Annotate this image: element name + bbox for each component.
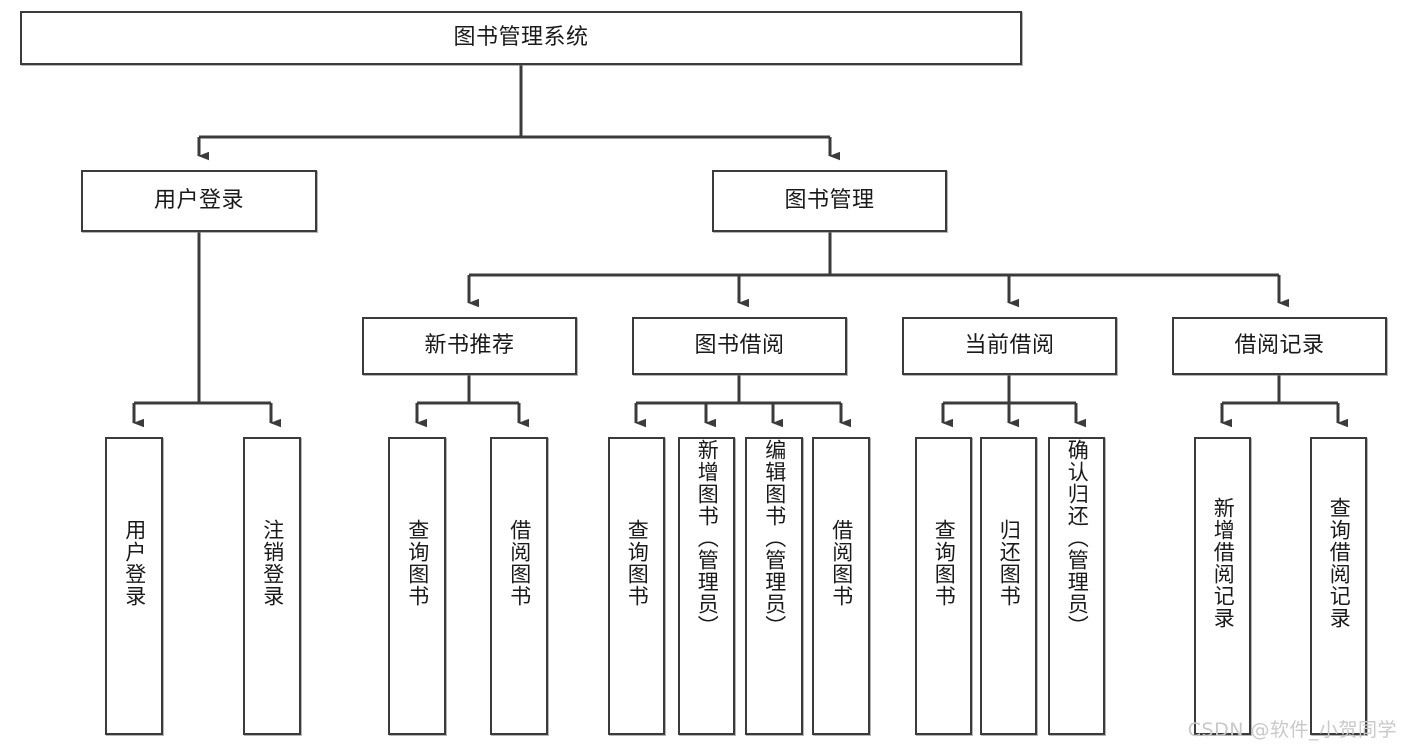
node-label: 图书管理系统 <box>453 24 589 50</box>
node-leaf-query-book-2[interactable]: 查询图书 <box>608 437 665 735</box>
node-label: 查询图书 <box>625 519 650 607</box>
node-label: 借阅图书 <box>829 519 854 607</box>
node-leaf-borrow-book-1[interactable]: 借阅图书 <box>490 437 548 735</box>
node-label: 图书借阅 <box>694 332 785 358</box>
node-current-borrow[interactable]: 当前借阅 <box>902 317 1117 375</box>
node-label: 归还图书 <box>997 519 1022 607</box>
node-leaf-edit-book[interactable]: 编辑图书（管理员） <box>745 437 803 735</box>
node-label: 查询图书 <box>405 519 430 607</box>
node-label: 新增图书（管理员） <box>695 439 720 637</box>
node-leaf-return-book[interactable]: 归还图书 <box>980 437 1037 735</box>
node-leaf-query-record[interactable]: 查询借阅记录 <box>1310 437 1367 735</box>
node-borrow-record[interactable]: 借阅记录 <box>1172 317 1387 375</box>
node-leaf-add-book[interactable]: 新增图书（管理员） <box>678 437 735 735</box>
node-root-book-management-system[interactable]: 图书管理系统 <box>20 11 1022 65</box>
node-leaf-query-book-1[interactable]: 查询图书 <box>388 437 446 735</box>
node-book-borrow[interactable]: 图书借阅 <box>632 317 847 375</box>
node-label: 查询借阅记录 <box>1327 497 1352 629</box>
node-label: 新增借阅记录 <box>1211 497 1236 629</box>
watermark-text: CSDN @软件_小贺同学 <box>1187 719 1397 741</box>
node-label: 用户登录 <box>122 519 147 607</box>
node-label: 注销登录 <box>260 519 285 607</box>
node-label: 编辑图书（管理员） <box>762 439 787 637</box>
node-label: 新书推荐 <box>424 332 515 358</box>
node-leaf-borrow-book-2[interactable]: 借阅图书 <box>812 437 870 735</box>
node-leaf-confirm-return[interactable]: 确认归还（管理员） <box>1048 437 1105 735</box>
node-label: 用户登录 <box>153 187 244 213</box>
node-leaf-user-login[interactable]: 用户登录 <box>105 437 163 735</box>
node-book-manage[interactable]: 图书管理 <box>712 170 947 232</box>
node-leaf-logout[interactable]: 注销登录 <box>243 437 301 735</box>
node-label: 借阅图书 <box>507 519 532 607</box>
node-leaf-add-record[interactable]: 新增借阅记录 <box>1194 437 1251 735</box>
node-label: 当前借阅 <box>964 332 1055 358</box>
node-leaf-query-book-3[interactable]: 查询图书 <box>915 437 972 735</box>
node-label: 查询图书 <box>932 519 957 607</box>
node-user-login[interactable]: 用户登录 <box>81 170 317 232</box>
node-label: 借阅记录 <box>1234 332 1325 358</box>
node-label: 图书管理 <box>784 187 875 213</box>
node-new-book-recommend[interactable]: 新书推荐 <box>362 317 577 375</box>
node-label: 确认归还（管理员） <box>1065 439 1090 637</box>
